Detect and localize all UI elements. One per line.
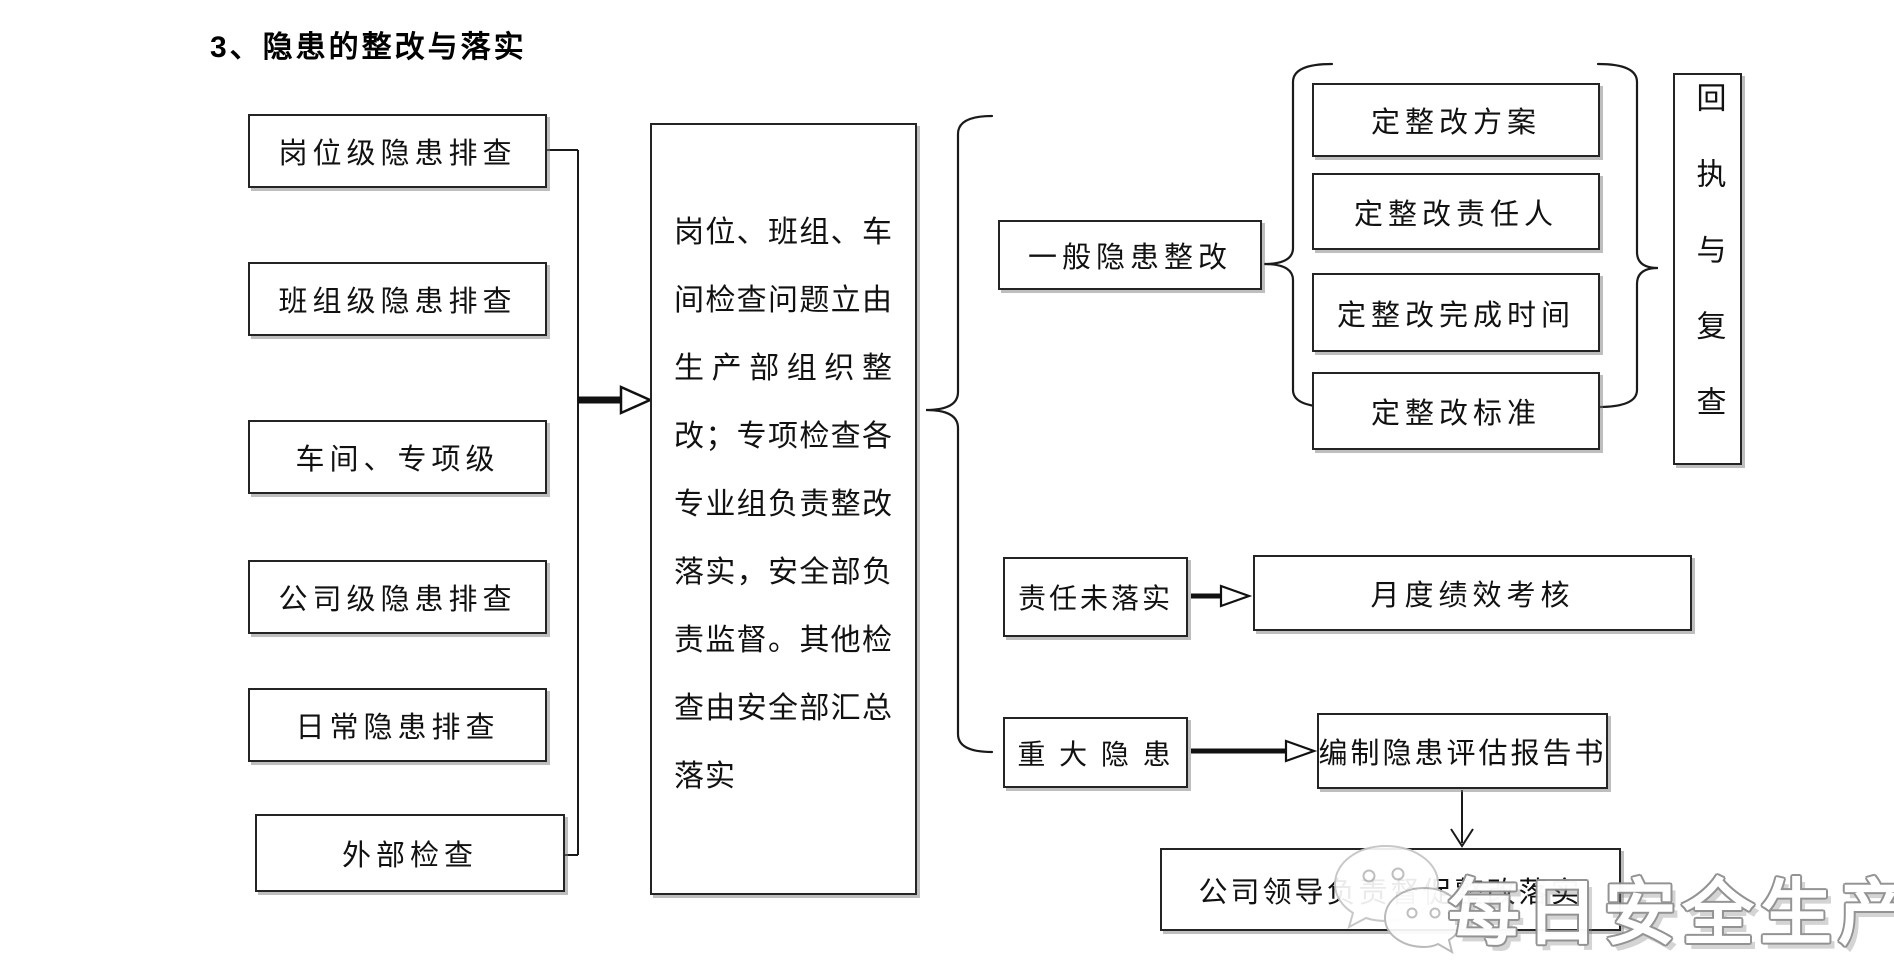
box-label: 定整改方案 xyxy=(1370,107,1541,139)
box-label: 车间、专项级 xyxy=(295,444,500,476)
box-label: 定整改责任人 xyxy=(1353,198,1558,231)
box-label: 编制隐患评估报告书 xyxy=(1318,738,1607,770)
page-title: 3、隐患的整改与落实 xyxy=(210,31,527,64)
wechat-small-bubble xyxy=(1383,886,1465,955)
box-compile-assessment-report: 编制隐患评估报告书 xyxy=(1317,713,1608,789)
box-daily-inspection: 日常隐患排查 xyxy=(248,688,547,762)
wechat-big-bubble-eye-right xyxy=(1391,867,1405,881)
box-label: 公司级隐患排查 xyxy=(278,584,517,616)
wechat-big-bubble-eye-left xyxy=(1362,869,1376,883)
box-label: 重 大 隐 患 xyxy=(1017,738,1174,770)
box-label: 日常隐患排查 xyxy=(295,712,500,744)
big-brace xyxy=(925,114,994,754)
box-label: 定整改标准 xyxy=(1370,398,1541,430)
box-measure-plan: 定整改方案 xyxy=(1312,83,1600,157)
measures-right-brace xyxy=(1596,62,1659,409)
box-label: 月度绩效考核 xyxy=(1370,580,1575,612)
wechat-small-bubble-eye-left xyxy=(1406,907,1418,919)
box-label: 定整改完成时间 xyxy=(1336,299,1575,332)
box-team-level-inspection: 班组级隐患排查 xyxy=(248,262,547,336)
arrow-major-hazard-head xyxy=(1284,739,1318,763)
box-measure-standard: 定整改标准 xyxy=(1312,372,1600,450)
box-label: 外部检查 xyxy=(341,840,478,872)
box-external-inspection: 外部检查 xyxy=(255,814,565,892)
box-measure-responsible-person: 定整改责任人 xyxy=(1312,173,1600,250)
arrow-down-head xyxy=(1450,828,1474,848)
box-company-level-inspection: 公司级隐患排查 xyxy=(248,560,547,634)
box-center-rectification-note: 岗位、班组、车间检查问题立由生产部组织整改；专项检查各专业组负责整改落实，安全部… xyxy=(650,123,917,895)
box-label: 岗位级隐患排查 xyxy=(278,138,517,170)
box-label: 一般隐患整改 xyxy=(1027,242,1232,274)
box-label: 责任未落实 xyxy=(1017,583,1173,614)
box-major-hazard: 重 大 隐 患 xyxy=(1003,717,1188,788)
box-label: 班组级隐患排查 xyxy=(278,286,517,318)
box-responsibility-not-implemented: 责任未落实 xyxy=(1003,557,1188,637)
box-workshop-special-level: 车间、专项级 xyxy=(248,420,547,494)
wechat-small-bubble-eye-right xyxy=(1429,907,1441,919)
arrow-responsibility-head xyxy=(1219,584,1253,608)
box-monthly-performance-assessment: 月度绩效考核 xyxy=(1253,555,1692,631)
box-general-rectification: 一般隐患整改 xyxy=(998,220,1262,290)
wechat-icon xyxy=(1328,840,1468,967)
measures-left-brace xyxy=(1263,62,1334,409)
box-measure-completion-time: 定整改完成时间 xyxy=(1312,273,1600,352)
watermark-text: 每日安全生产 xyxy=(1448,874,1894,954)
arrow-left-to-center-head xyxy=(619,385,654,415)
box-post-level-inspection: 岗位级隐患排查 xyxy=(248,114,547,188)
box-receipt-and-review: 回执与复查 xyxy=(1673,73,1742,465)
